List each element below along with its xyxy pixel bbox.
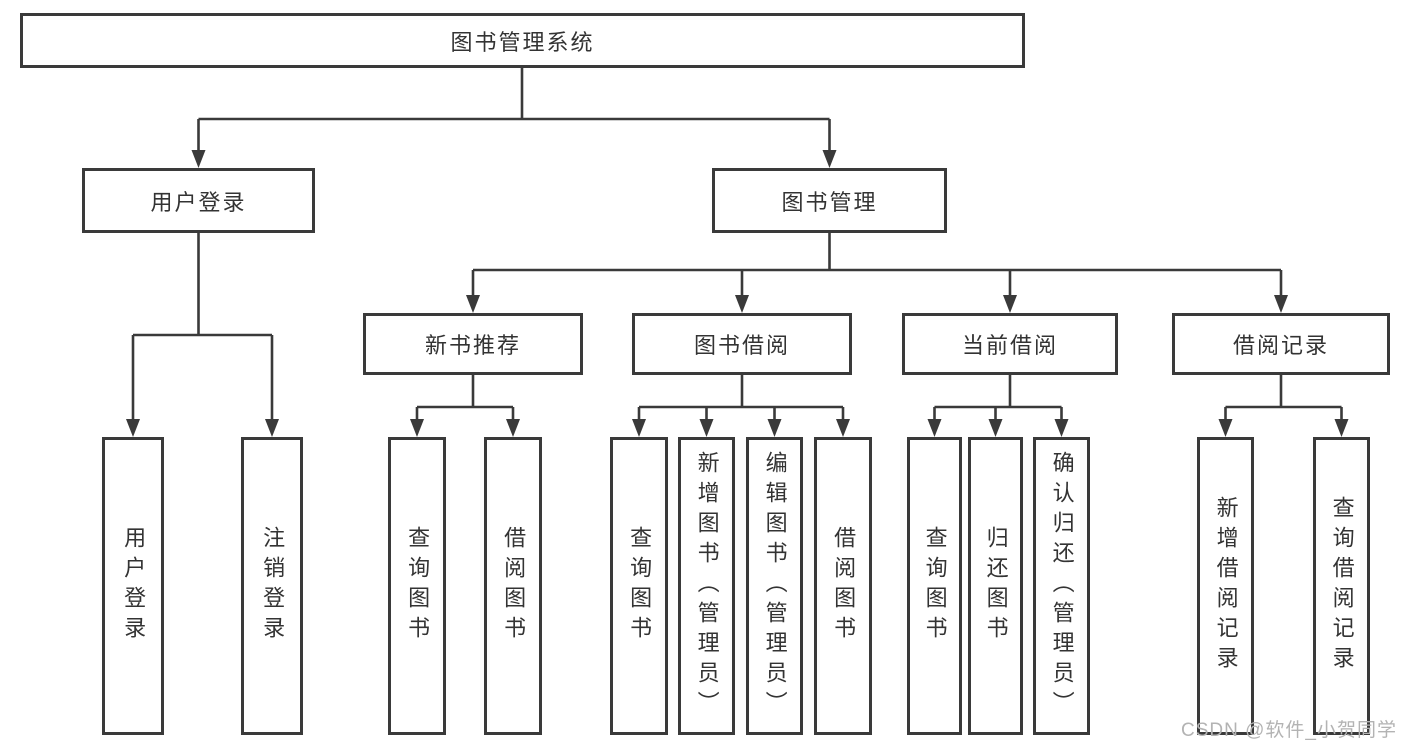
arrowheads bbox=[126, 150, 1349, 437]
connector-current-borrow-children bbox=[933, 375, 1063, 421]
leaf-query-books-recommend: 查询图书 bbox=[388, 437, 446, 735]
connector-book-mgmt-children bbox=[471, 233, 1283, 297]
connector-book-borrow-children bbox=[637, 375, 845, 421]
leaf-return-book-label: 归还图书 bbox=[983, 526, 1009, 646]
leaf-query-borrow-record: 查询借阅记录 bbox=[1313, 437, 1370, 735]
leaf-confirm-return-admin-label: 确认归还（管理员） bbox=[1049, 451, 1075, 721]
leaf-query-books-borrow-label: 查询图书 bbox=[627, 526, 653, 646]
connector-new-book-children bbox=[415, 375, 515, 421]
connector-root-to-level1 bbox=[197, 68, 831, 153]
leaf-edit-book-admin-label: 编辑图书（管理员） bbox=[762, 451, 788, 721]
leaf-query-books-current: 查询图书 bbox=[907, 437, 962, 735]
leaf-query-books-borrow: 查询图书 bbox=[610, 437, 668, 735]
leaf-borrow-books-recommend-label: 借阅图书 bbox=[501, 526, 527, 646]
leaf-add-book-admin: 新增图书（管理员） bbox=[678, 437, 735, 735]
node-new-book-recommendation: 新书推荐 bbox=[363, 313, 583, 375]
leaf-logout-label: 注销登录 bbox=[260, 526, 286, 646]
leaf-query-borrow-record-label: 查询借阅记录 bbox=[1329, 496, 1355, 676]
leaf-borrow-books: 借阅图书 bbox=[814, 437, 872, 735]
leaf-add-borrow-record-label: 新增借阅记录 bbox=[1213, 496, 1239, 676]
node-borrowing-records: 借阅记录 bbox=[1172, 313, 1390, 375]
leaf-confirm-return-admin: 确认归还（管理员） bbox=[1033, 437, 1090, 735]
node-user-login: 用户登录 bbox=[82, 168, 315, 233]
connector-borrow-record-children bbox=[1224, 375, 1343, 421]
leaf-borrow-books-recommend: 借阅图书 bbox=[484, 437, 542, 735]
node-book-management: 图书管理 bbox=[712, 168, 947, 233]
node-current-borrowing: 当前借阅 bbox=[902, 313, 1118, 375]
leaf-add-book-admin-label: 新增图书（管理员） bbox=[694, 451, 720, 721]
leaf-user-login: 用户登录 bbox=[102, 437, 164, 735]
node-book-borrowing: 图书借阅 bbox=[632, 313, 852, 375]
node-library-management-system: 图书管理系统 bbox=[20, 13, 1025, 68]
leaf-user-login-label: 用户登录 bbox=[121, 526, 147, 646]
leaf-logout: 注销登录 bbox=[241, 437, 303, 735]
leaf-borrow-books-label: 借阅图书 bbox=[831, 526, 857, 646]
leaf-return-book: 归还图书 bbox=[968, 437, 1023, 735]
leaf-query-books-current-label: 查询图书 bbox=[922, 526, 948, 646]
connector-user-login-children bbox=[131, 233, 274, 421]
leaf-query-books-recommend-label: 查询图书 bbox=[405, 526, 431, 646]
leaf-edit-book-admin: 编辑图书（管理员） bbox=[746, 437, 803, 735]
leaf-add-borrow-record: 新增借阅记录 bbox=[1197, 437, 1254, 735]
